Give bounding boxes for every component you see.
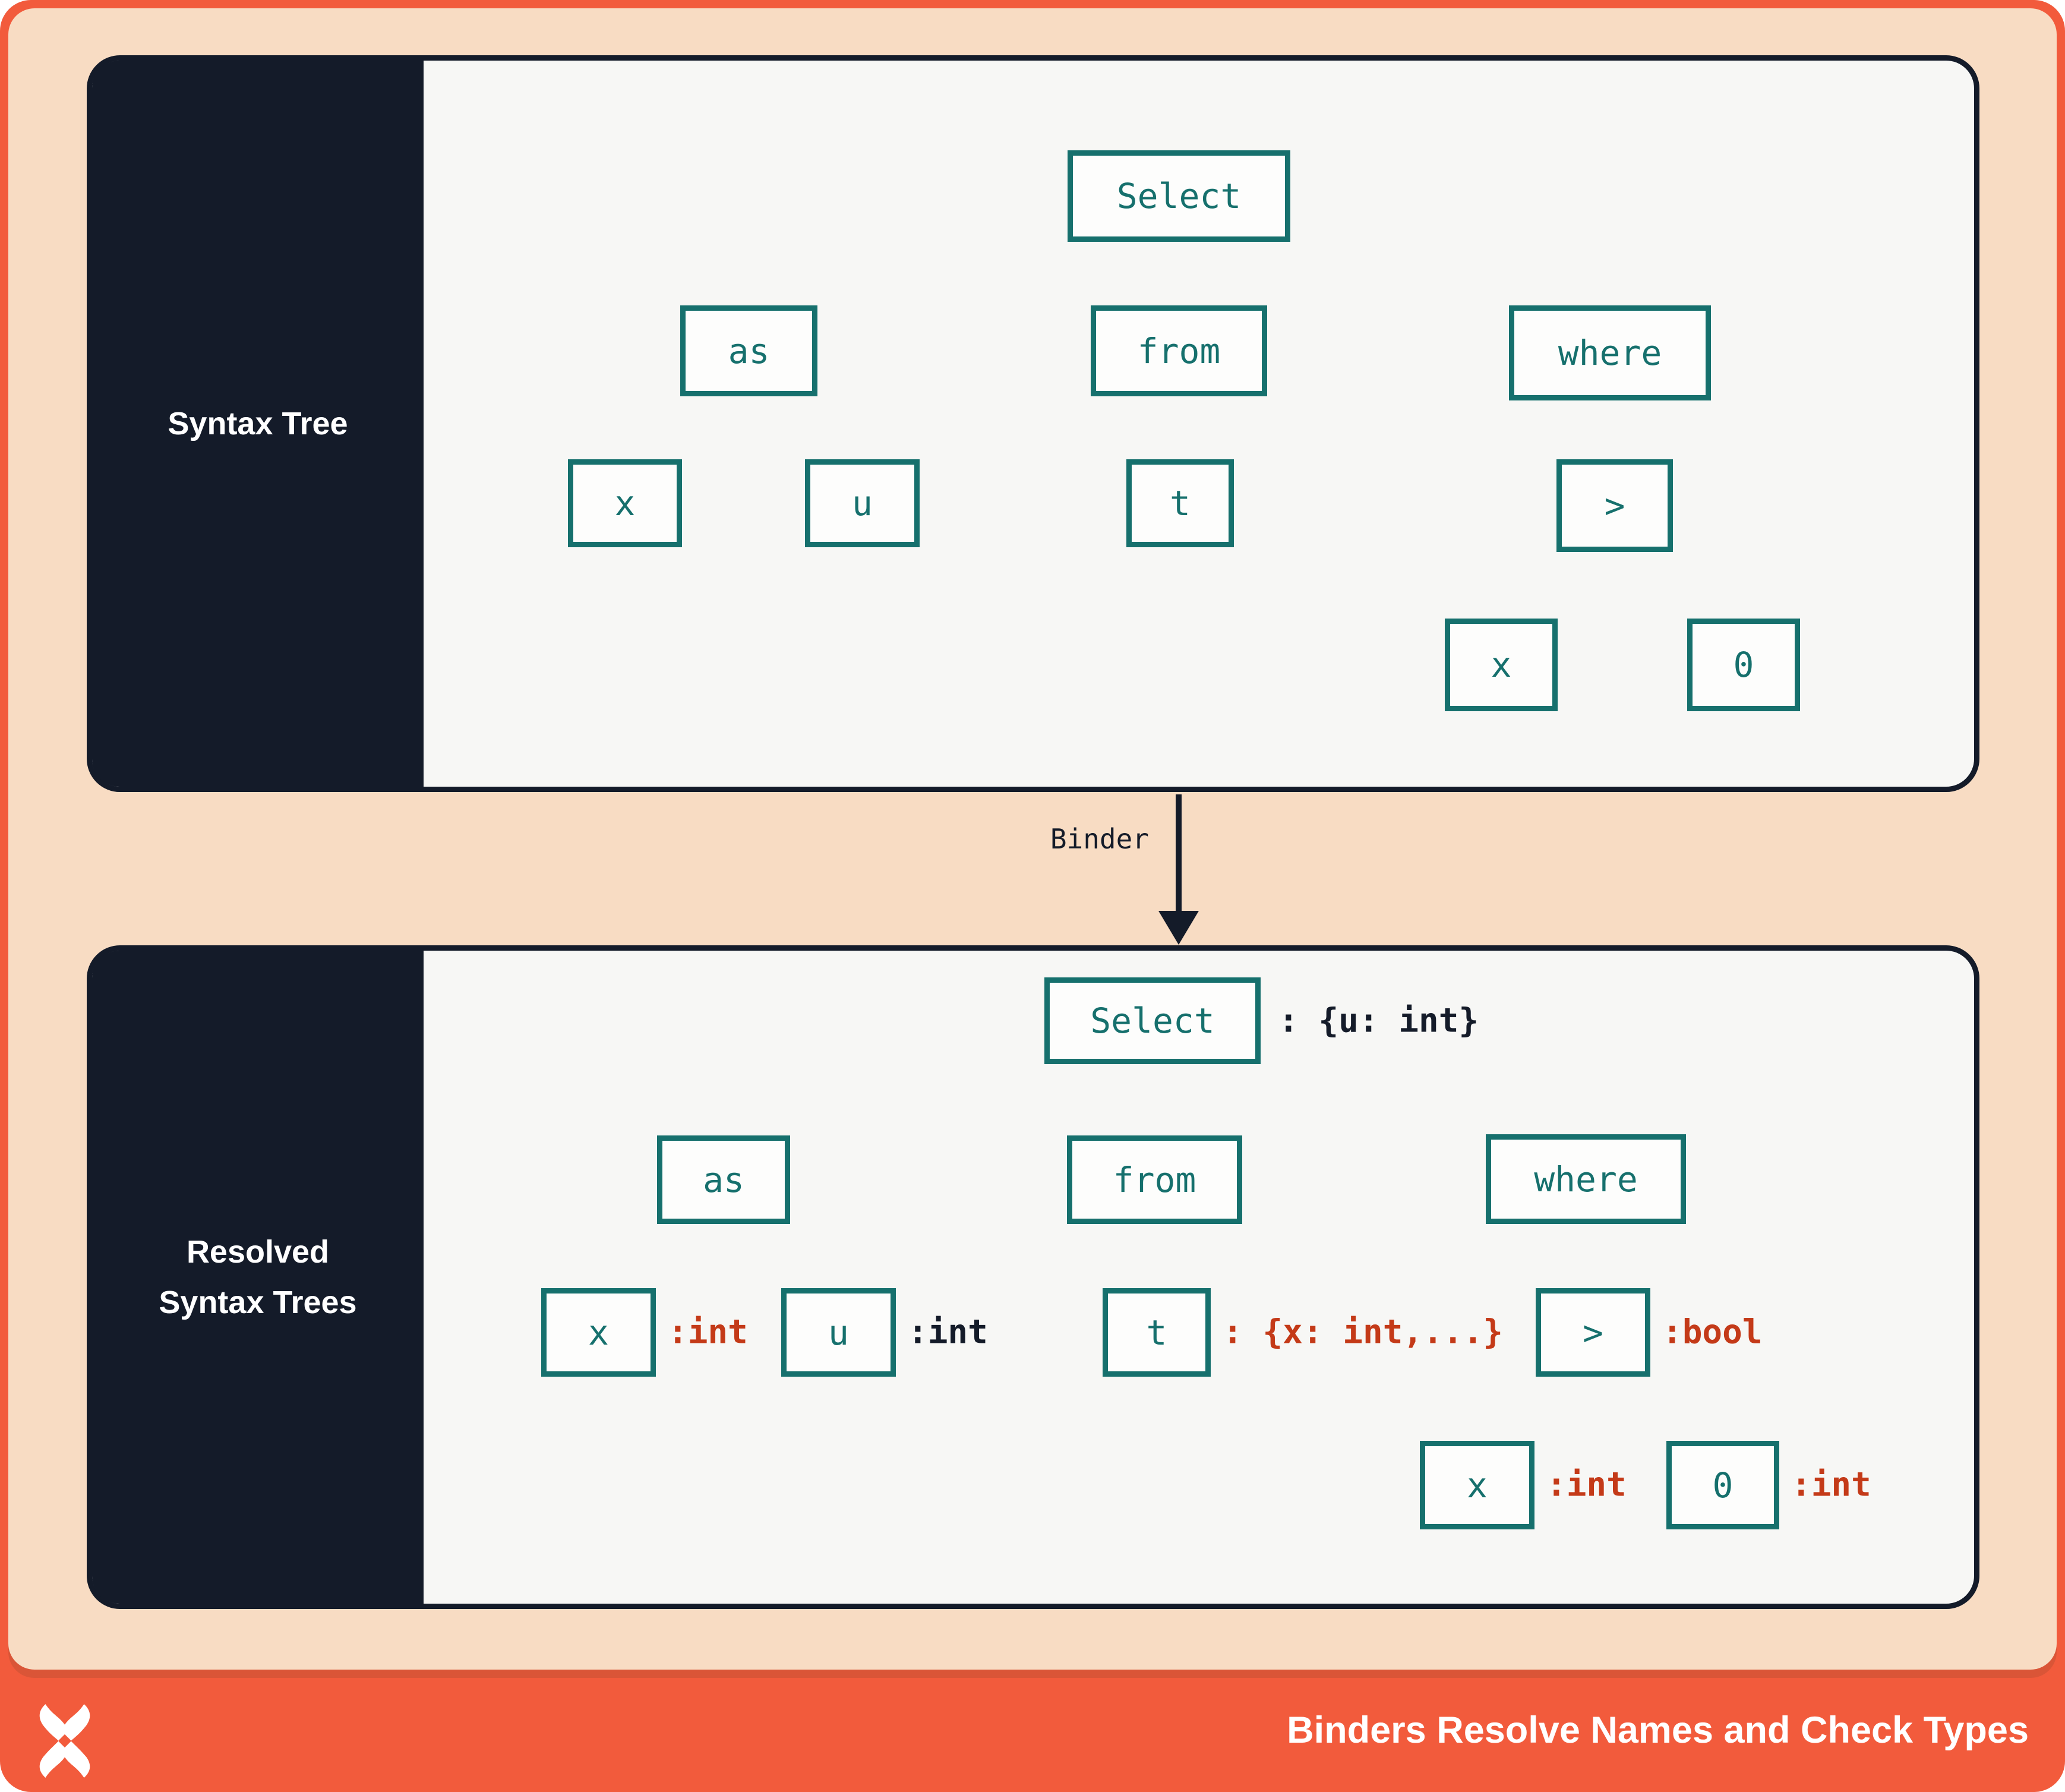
node-t-resolved: t: [1103, 1288, 1211, 1377]
node-from-resolved: from: [1067, 1135, 1242, 1224]
node-zero: 0: [1687, 619, 1800, 711]
resolved-syntax-trees-panel: Resolved Syntax Trees: [87, 945, 1979, 1609]
resolved-panel-label: Resolved Syntax Trees: [92, 951, 424, 1604]
node-as: as: [680, 305, 817, 396]
node-from: from: [1091, 305, 1267, 396]
type-annotation-select: : {u: int}: [1278, 1001, 1479, 1040]
node-x-right-resolved: x: [1420, 1441, 1534, 1529]
panel-title-line1: Resolved: [186, 1233, 330, 1270]
x-logo-icon: [39, 1704, 90, 1778]
panel-title: Syntax Tree: [168, 405, 348, 441]
type-annotation-gt: :bool: [1662, 1313, 1763, 1352]
type-annotation-x-left: :int: [668, 1313, 748, 1352]
node-select-resolved: Select: [1044, 977, 1261, 1064]
node-as-resolved: as: [657, 1135, 790, 1224]
node-gt-resolved: >: [1536, 1288, 1650, 1377]
type-annotation-zero: :int: [1791, 1465, 1871, 1504]
binder-label: Binder: [1050, 823, 1149, 855]
node-u-resolved: u: [781, 1288, 896, 1377]
node-x-left-resolved: x: [541, 1288, 656, 1377]
type-annotation-u: :int: [908, 1313, 988, 1352]
node-t: t: [1126, 459, 1234, 547]
node-select: Select: [1068, 150, 1290, 242]
node-where-resolved: where: [1486, 1134, 1686, 1224]
slide-title: Binders Resolve Names and Check Types: [1287, 1709, 2029, 1751]
type-annotation-t: : {x: int,...}: [1223, 1313, 1504, 1352]
node-zero-resolved: 0: [1666, 1441, 1779, 1529]
node-gt: >: [1556, 459, 1673, 552]
node-u: u: [805, 459, 920, 547]
type-annotation-x-right: :int: [1546, 1465, 1627, 1504]
panel-title-line2: Syntax Trees: [159, 1284, 357, 1320]
syntax-tree-panel: Syntax Tree: [87, 55, 1979, 792]
node-x-right: x: [1445, 619, 1558, 711]
syntax-tree-panel-label: Syntax Tree: [92, 61, 424, 787]
node-where: where: [1509, 305, 1711, 400]
node-x-left: x: [568, 459, 682, 547]
